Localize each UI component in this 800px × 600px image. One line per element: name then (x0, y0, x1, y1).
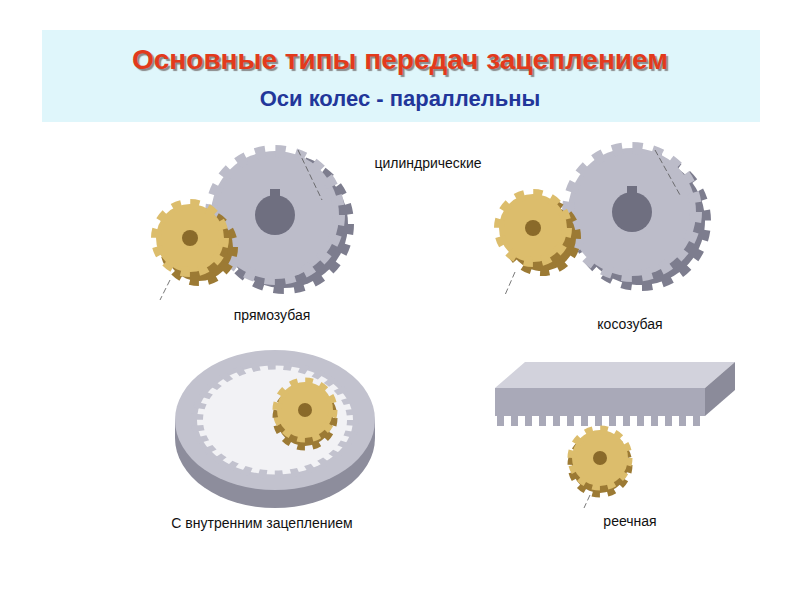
title-band (42, 30, 760, 122)
spur-gear-small (156, 204, 233, 281)
rack-pinion (572, 430, 628, 493)
group-label: цилиндрические (374, 155, 481, 171)
gear-type-label: косозубая (597, 316, 662, 332)
axis-line (584, 495, 590, 508)
gear-type-label: реечная (603, 513, 656, 529)
gear-type-label: С внутренним зацеплением (171, 515, 352, 531)
axis-line (298, 150, 322, 200)
axis-line (160, 280, 170, 300)
slide-subtitle: Оси колес - параллельны (260, 86, 541, 112)
helical-gear-small (499, 194, 582, 277)
rack (495, 362, 735, 421)
axis-line (655, 150, 680, 195)
helical-gear-large (568, 148, 713, 293)
ring-gear (175, 350, 375, 508)
axis-line (505, 272, 515, 295)
gear-type-label: прямозубая (234, 307, 311, 323)
slide-title: Основные типы передач зацеплением (132, 44, 668, 76)
pinion-gear (277, 382, 333, 446)
